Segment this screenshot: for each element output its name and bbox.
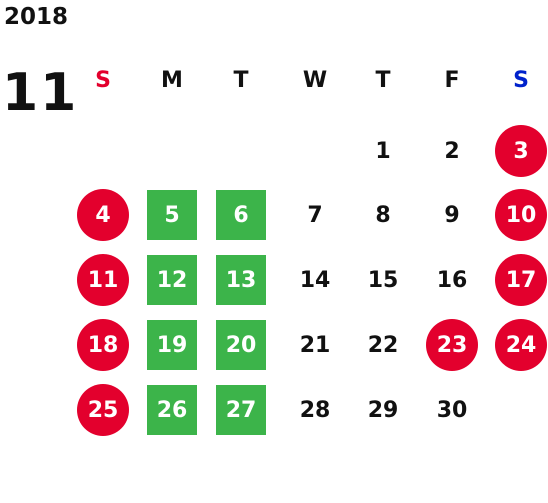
day-5-closed: 5 <box>147 190 197 240</box>
day-16: 16 <box>436 267 468 293</box>
day-6-closed: 6 <box>216 190 266 240</box>
day-7: 7 <box>307 202 323 228</box>
weekday-0: S <box>95 68 111 93</box>
day-19-closed: 19 <box>147 320 197 370</box>
weekday-3: W <box>302 68 328 93</box>
day-28: 28 <box>299 397 331 423</box>
weekday-5: F <box>444 68 460 93</box>
day-8: 8 <box>375 202 391 228</box>
day-20-closed: 20 <box>216 320 266 370</box>
month-number: 11 <box>2 63 79 123</box>
day-1: 1 <box>375 138 391 164</box>
day-29: 29 <box>367 397 399 423</box>
day-27-closed: 27 <box>216 385 266 435</box>
weekday-2: T <box>233 68 249 93</box>
day-2: 2 <box>444 138 460 164</box>
day-3-holiday: 3 <box>495 125 547 177</box>
day-17-holiday: 17 <box>495 254 547 306</box>
weekday-4: T <box>375 68 391 93</box>
day-9: 9 <box>444 202 460 228</box>
day-10-holiday: 10 <box>495 189 547 241</box>
year-label: 2018 <box>4 4 69 30</box>
day-26-closed: 26 <box>147 385 197 435</box>
day-14: 14 <box>299 267 331 293</box>
day-21: 21 <box>299 332 331 358</box>
day-23-holiday: 23 <box>426 319 478 371</box>
day-13-closed: 13 <box>216 255 266 305</box>
day-18-holiday: 18 <box>77 319 129 371</box>
day-15: 15 <box>367 267 399 293</box>
day-4-holiday: 4 <box>77 189 129 241</box>
day-25-holiday: 25 <box>77 384 129 436</box>
day-12-closed: 12 <box>147 255 197 305</box>
day-30: 30 <box>436 397 468 423</box>
weekday-6: S <box>513 68 529 93</box>
day-22: 22 <box>367 332 399 358</box>
day-24-holiday: 24 <box>495 319 547 371</box>
weekday-1: M <box>161 68 183 93</box>
day-11-holiday: 11 <box>77 254 129 306</box>
